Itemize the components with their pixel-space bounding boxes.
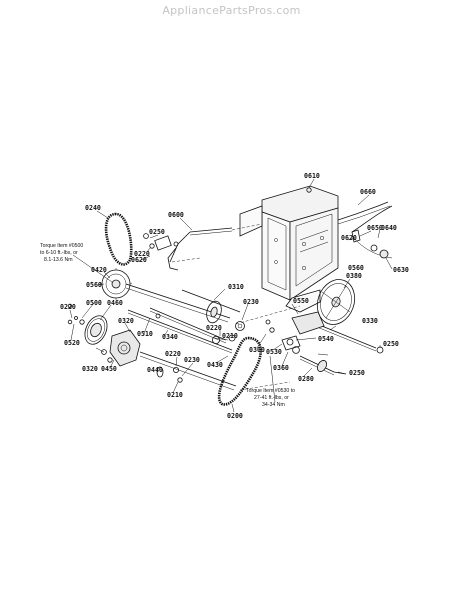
lower-chain xyxy=(217,336,262,406)
label-0310: 0310 xyxy=(228,283,244,291)
label-0550: 0550 xyxy=(293,297,309,305)
label-0250-bottom: 0250 xyxy=(349,369,365,377)
torque-note-left: Torque Item #0500 to 6-10 ft.-lbs, or 8.… xyxy=(40,243,83,263)
label-0230-bottom: 0230 xyxy=(184,356,200,364)
torque-left-line1: Torque Item #0500 xyxy=(40,243,83,249)
torque-left-line3: 8.1-13.6 Nm xyxy=(44,257,73,263)
label-0330: 0330 xyxy=(362,317,378,325)
label-0440: 0440 xyxy=(147,366,163,374)
label-0520: 0520 xyxy=(64,339,80,347)
label-0510: 0510 xyxy=(137,330,153,338)
label-0600: 0600 xyxy=(168,211,184,219)
torque-note-bottom: Torque Item #0530 to 27-41 ft.-lbs, or 3… xyxy=(246,388,295,408)
site-watermark: AppliancePartsPros.com xyxy=(162,4,301,17)
label-0320: 0320 xyxy=(118,317,134,325)
right-drive-wheel xyxy=(316,279,356,325)
label-0230-top: 0230 xyxy=(243,298,259,306)
label-0220-lower: 0220 xyxy=(206,324,222,332)
right-bearing-cluster xyxy=(265,311,347,376)
label-0660: 0660 xyxy=(360,188,376,196)
torque-left-line2: to 6-10 ft.-lbs, or xyxy=(40,250,78,256)
label-0340: 0340 xyxy=(162,333,178,341)
label-0540: 0540 xyxy=(318,335,334,343)
label-0300: 0300 xyxy=(249,346,265,354)
left-hub-wheel xyxy=(74,315,108,345)
label-0240: 0240 xyxy=(85,204,101,212)
label-0500: 0500 xyxy=(86,299,102,307)
shift-rod-assembly xyxy=(154,223,263,271)
hardware-upper xyxy=(143,233,179,249)
torque-bottom-line3: 34-34 Nm xyxy=(262,402,285,408)
label-0210-upper: 0210 xyxy=(222,332,238,340)
leader-lines xyxy=(69,178,393,413)
torque-bottom-line2: 27-41 ft.-lbs, or xyxy=(254,395,289,401)
label-0640: 0640 xyxy=(381,224,397,232)
label-0630: 0630 xyxy=(393,266,409,274)
label-0530: 0530 xyxy=(266,348,282,356)
center-sprocket xyxy=(206,300,245,342)
left-gearbox xyxy=(101,329,141,367)
frame-housing xyxy=(239,185,391,313)
label-0280: 0280 xyxy=(298,375,314,383)
label-0220-mid: 0220 xyxy=(60,303,76,311)
hardware-lower-left xyxy=(67,303,220,383)
label-0380: 0380 xyxy=(346,272,362,280)
label-0200: 0200 xyxy=(227,412,243,420)
label-0560-right: 0560 xyxy=(348,264,364,272)
label-0610: 0610 xyxy=(304,172,320,180)
label-0250-top: 0250 xyxy=(149,228,165,236)
label-0360: 0360 xyxy=(273,364,289,372)
label-0460: 0460 xyxy=(107,299,123,307)
torque-bottom-line1: Torque Item #0530 to xyxy=(246,388,295,394)
label-0430: 0430 xyxy=(207,361,223,369)
label-0620-right: 0620 xyxy=(341,234,357,242)
label-0450: 0450 xyxy=(101,365,117,373)
label-0220-bottom: 0220 xyxy=(165,350,181,358)
label-0620-left: 0620 xyxy=(131,256,147,264)
label-0250-right: 0250 xyxy=(383,340,399,348)
part-labels: 0610 0660 0240 0600 0250 0650 0640 0220 … xyxy=(60,172,409,420)
label-0320-lower: 0320 xyxy=(82,365,98,373)
label-0420: 0420 xyxy=(91,266,107,274)
label-0560-left: 0560 xyxy=(86,281,102,289)
upper-chain xyxy=(104,212,133,266)
label-0210-lower: 0210 xyxy=(167,391,183,399)
label-0220-top: 0220 xyxy=(134,250,150,258)
label-0650: 0650 xyxy=(367,224,383,232)
cable-assembly xyxy=(351,205,393,259)
